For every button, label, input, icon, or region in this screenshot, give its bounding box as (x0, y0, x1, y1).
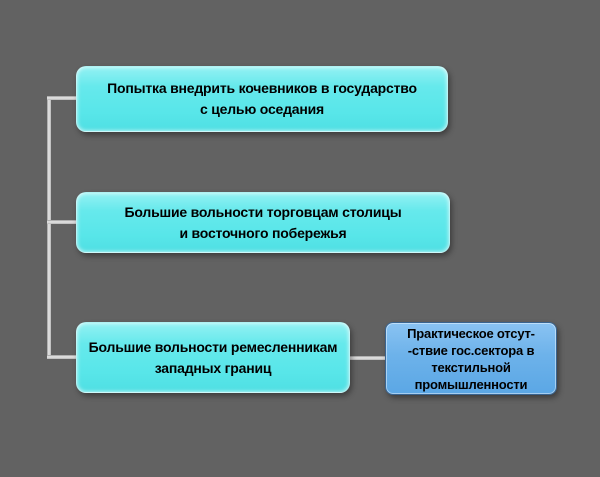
node-text-line: Большие вольности ремесленникам (88, 338, 338, 355)
node-craftsmen-liberties: Большие вольности ремесленникам западных… (76, 322, 350, 393)
node-text-line: текстильной (431, 359, 511, 375)
node-text-line: Практическое отсут- (407, 325, 535, 341)
node-nomads-settlement: Попытка внедрить кочевников в государств… (76, 66, 448, 132)
node-textile-no-state-sector: Практическое отсут- -ствие гос.сектора в… (385, 322, 557, 395)
connector-vertical-spine (47, 96, 51, 359)
node-merchants-liberties: Большие вольности торговцам столицы и во… (76, 192, 450, 253)
connector-stub-node-2 (47, 220, 78, 224)
node-text-line: с целью оседания (199, 101, 325, 117)
node-text-line: Большие вольности торговцам столицы (124, 203, 402, 220)
node-text-line: -ствие гос.сектора в (407, 342, 535, 358)
node-text-line: промышленности (414, 376, 528, 392)
node-text-line: Попытка внедрить кочевников в государств… (107, 80, 417, 96)
node-text-line: и восточного побережья (179, 224, 347, 241)
connector-stub-node-3 (47, 355, 78, 359)
connector-stub-node-1 (47, 96, 78, 100)
node-text-line: западных границ (154, 359, 272, 376)
connector-node-3-to-node-4 (346, 356, 389, 360)
